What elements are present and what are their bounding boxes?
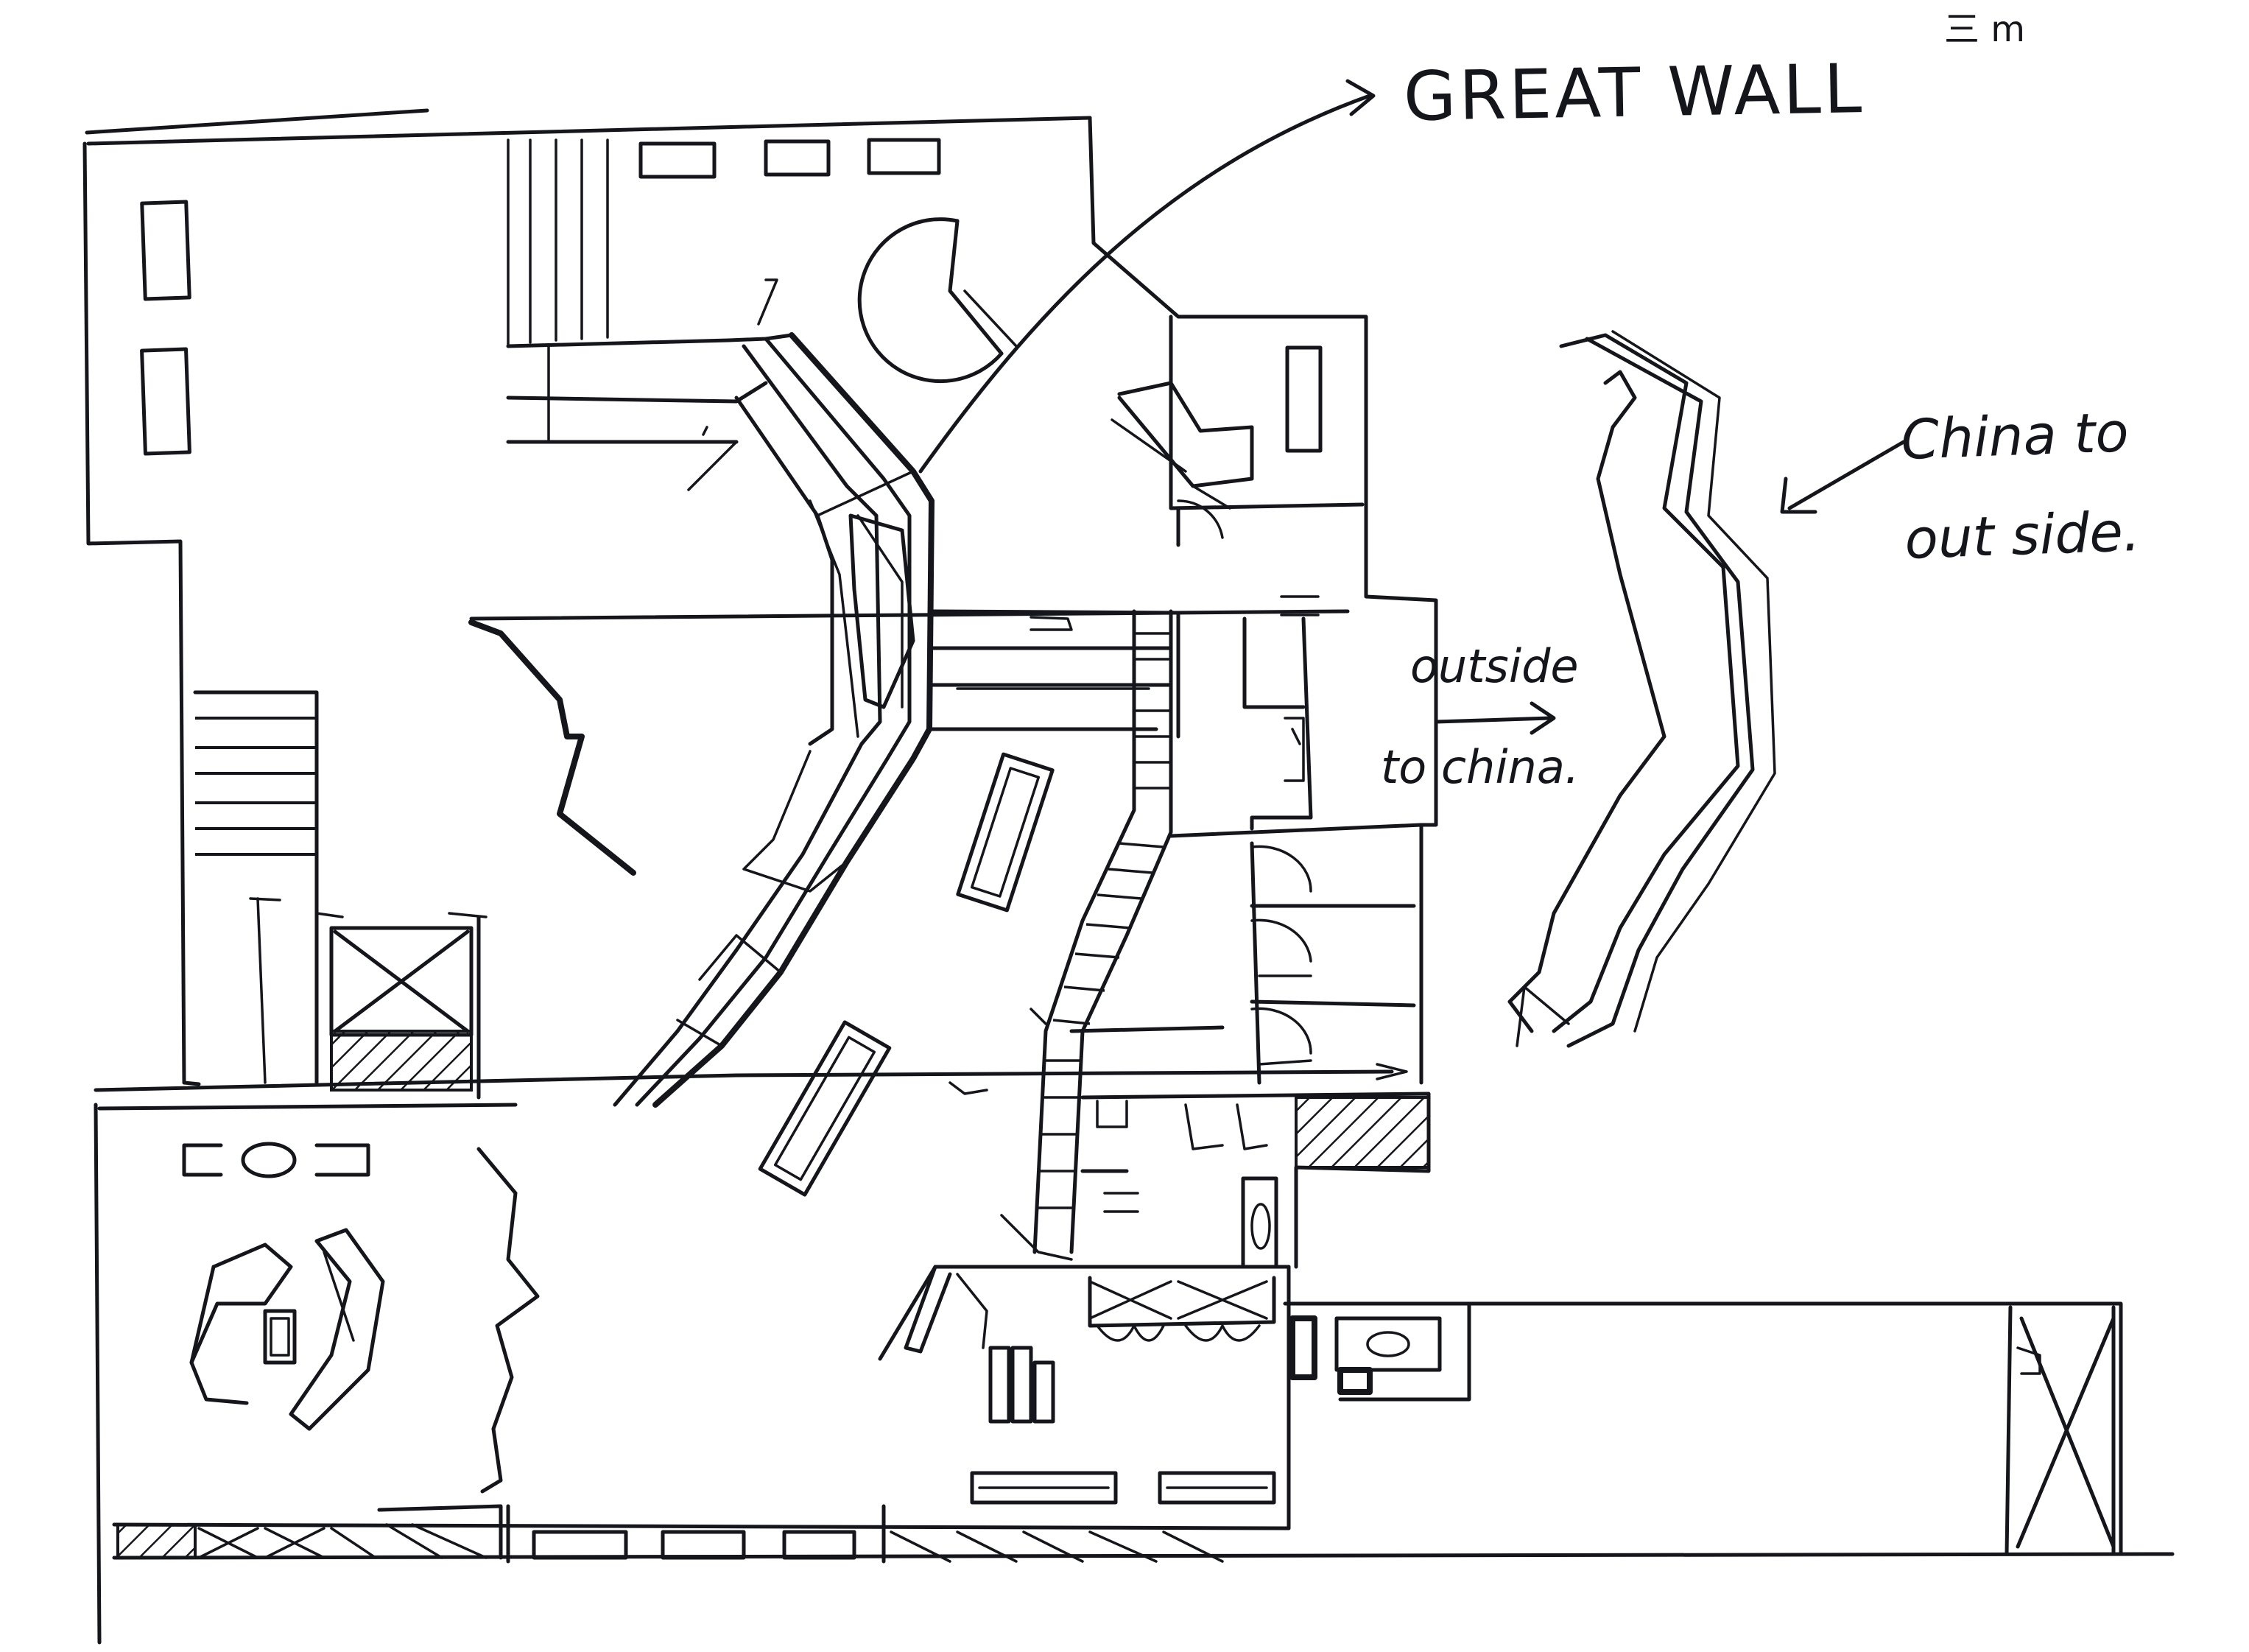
clock-element bbox=[857, 217, 1018, 384]
lower-left-fixtures bbox=[182, 1142, 370, 1178]
great-wall-pointer-arrow bbox=[918, 79, 1376, 474]
china-to-outside-label-line2: out side. bbox=[1904, 499, 2141, 572]
right-lower-small-rooms bbox=[1069, 1025, 1431, 1269]
upper-corridor-block bbox=[506, 278, 794, 491]
outside-to-china-arrow bbox=[1434, 701, 1556, 735]
lower-right-room bbox=[1283, 1301, 1471, 1402]
top-windows bbox=[638, 138, 941, 179]
outside-to-china-label-line1: outside bbox=[1410, 639, 1579, 693]
china-to-outside-label-line1: China to bbox=[1900, 401, 2130, 472]
left-staircase bbox=[193, 690, 319, 1085]
detached-great-wall-segment bbox=[1507, 330, 1776, 1048]
lower-center-furniture bbox=[904, 1265, 1276, 1505]
great-wall-curved-band bbox=[613, 332, 935, 1108]
lower-building-outline bbox=[94, 1103, 2175, 1645]
right-upper-rooms bbox=[1111, 381, 1313, 831]
central-horizontal-bands bbox=[469, 595, 1350, 739]
corner-mark-label: 三 m bbox=[1944, 9, 2026, 50]
left-wavy-fence bbox=[468, 619, 636, 876]
great-wall-label: GREAT WALL bbox=[1403, 49, 1865, 136]
right-staircase bbox=[1000, 609, 1173, 1261]
mid-horizontal-axis bbox=[94, 1063, 1408, 1111]
bottom-wall-details bbox=[116, 1504, 1224, 1564]
outside-to-china-label-line2: to china. bbox=[1381, 740, 1580, 794]
central-planters bbox=[758, 752, 1055, 1197]
china-to-outside-arrow bbox=[1780, 440, 1906, 514]
upper-building-outline bbox=[82, 108, 1438, 1086]
left-crossed-room bbox=[315, 912, 488, 1100]
upper-left-windows bbox=[140, 200, 1323, 456]
top-stripe-column bbox=[507, 138, 609, 348]
lower-left-zigzag-wall bbox=[476, 1147, 540, 1494]
lower-left-sculpture bbox=[189, 1228, 385, 1431]
right-mid-rooms bbox=[1169, 823, 1423, 1085]
lower-right-crossed-room bbox=[2005, 1305, 2116, 1556]
